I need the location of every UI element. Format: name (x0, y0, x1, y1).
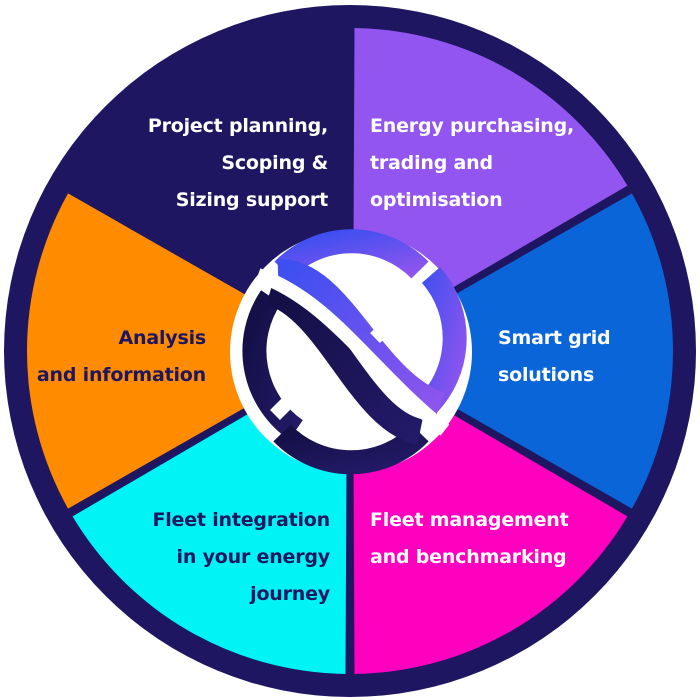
segment-label-analysis: Analysis and information (36, 327, 206, 386)
segment-label-fleet-integration: Fleet integration in your energy journey (152, 509, 330, 605)
segment-label-project-planning: Project planning, Scoping & Sizing suppo… (147, 115, 328, 211)
segment-label-fleet-management: Fleet management and benchmarking (370, 509, 569, 568)
wedge-analysis (26, 193, 344, 509)
wedge-smart-grid (356, 193, 673, 509)
segment-label-energy-purchasing: Energy purchasing, trading and optimisat… (370, 115, 575, 211)
center-logo (230, 229, 472, 475)
segment-label-smart-grid: Smart grid solutions (498, 327, 611, 386)
